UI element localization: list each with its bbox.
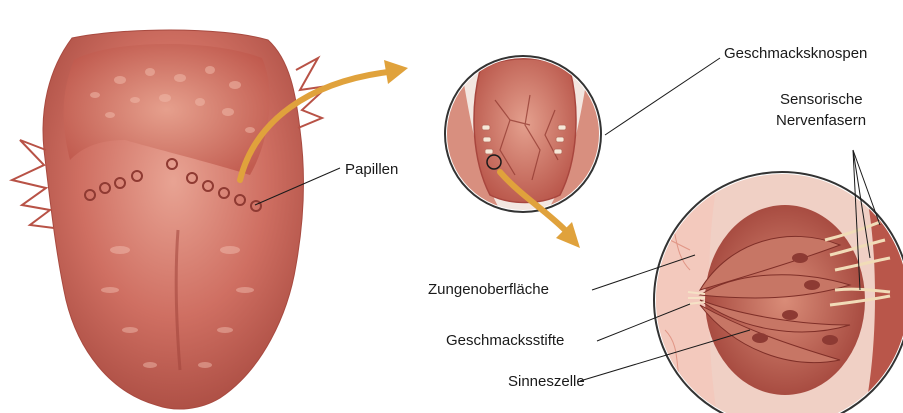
- arrow-tongue-to-bud-head: [384, 60, 408, 84]
- taste-bud-detail: [650, 170, 903, 413]
- label-tongue-surface: Zungenoberfläche: [428, 280, 549, 299]
- label-taste-buds: Geschmacksknospen: [724, 44, 867, 63]
- leader-taste-buds: [605, 58, 720, 135]
- label-sensory-nerve-fibers-2: Nervenfasern: [776, 111, 866, 130]
- tongue-illustration: [12, 30, 328, 409]
- label-papillae: Papillen: [345, 160, 398, 179]
- label-taste-pins: Geschmacksstifte: [446, 331, 564, 350]
- label-sensory-nerve-fibers-1: Sensorische: [780, 90, 863, 109]
- label-sensory-cell: Sinneszelle: [508, 372, 585, 391]
